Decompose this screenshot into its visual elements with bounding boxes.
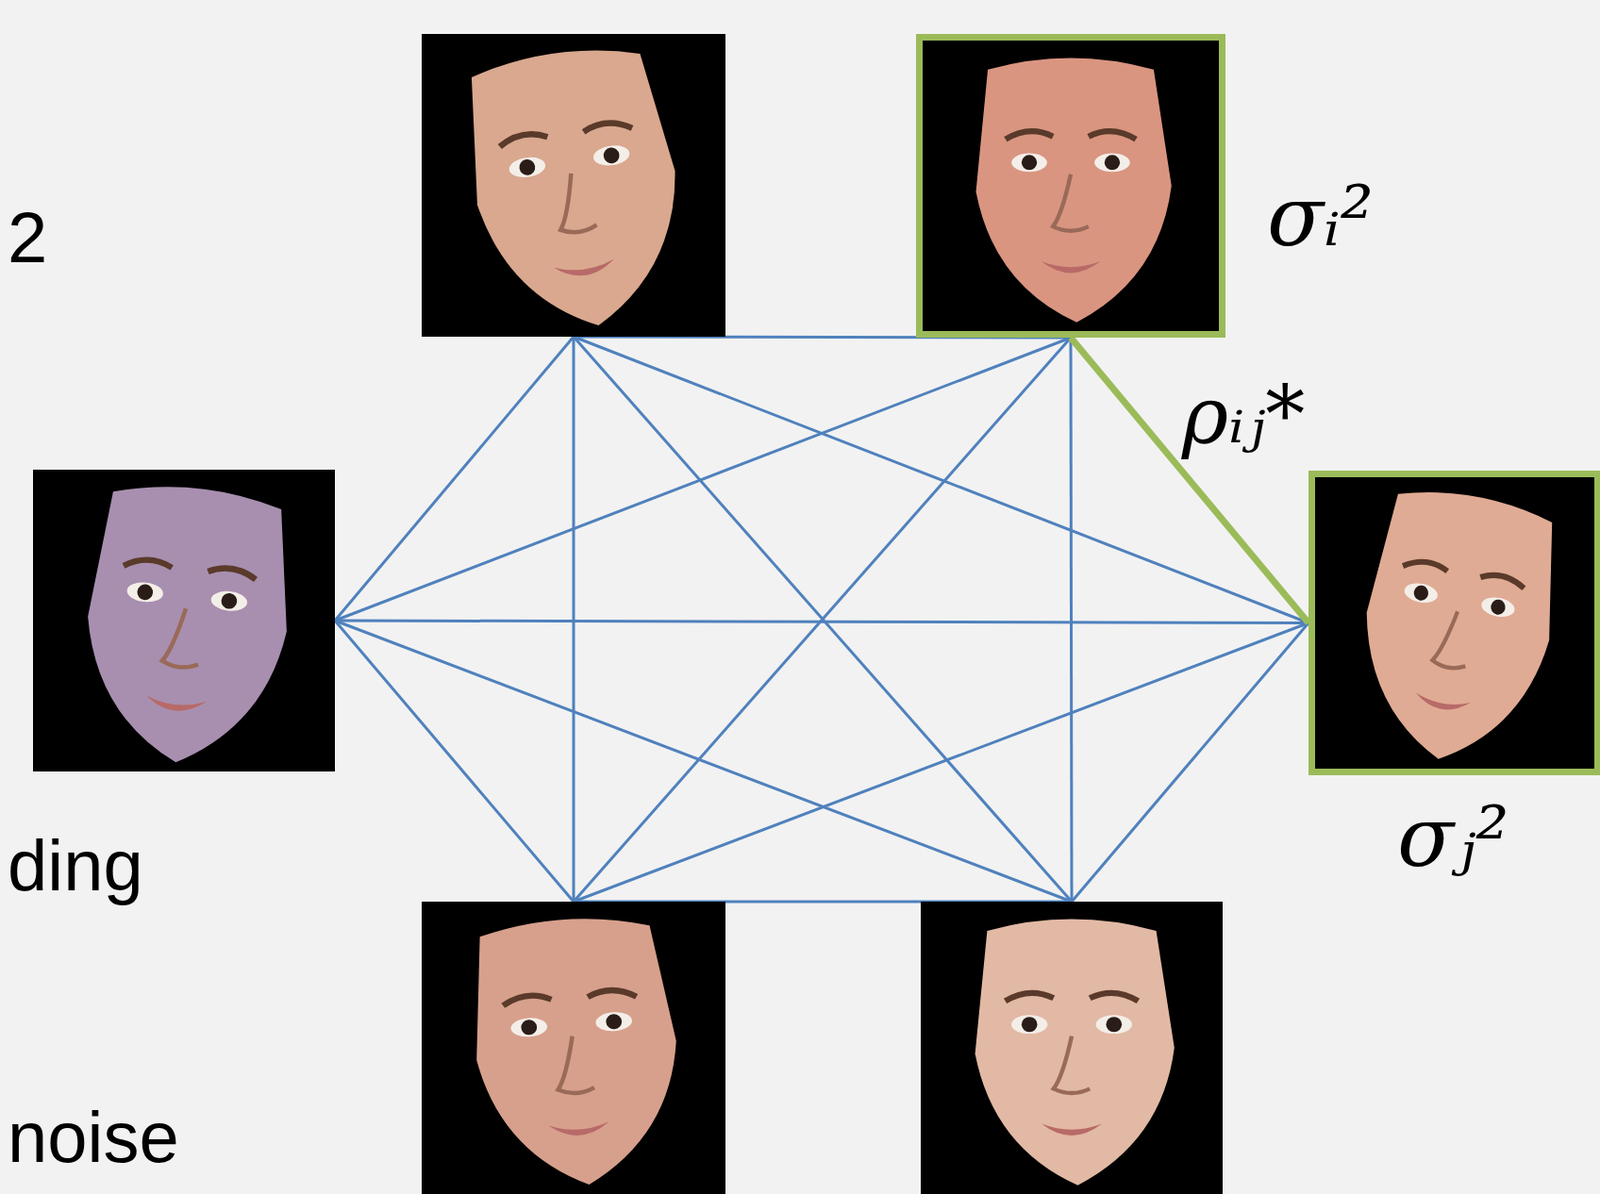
graph-edge	[572, 336, 576, 902]
face-node	[33, 469, 335, 772]
variance-label: σⱼ²	[1397, 796, 1510, 880]
graph-edge	[334, 620, 1072, 902]
graph-edge	[573, 337, 1071, 902]
graph-edge	[334, 620, 574, 902]
graph-edge	[334, 336, 574, 621]
correlation-label: ρᵢⱼ*	[1176, 373, 1311, 457]
face-node	[421, 33, 726, 337]
face-node	[920, 901, 1223, 1194]
face-photo	[33, 469, 335, 772]
graph-edge	[573, 623, 1309, 903]
face-photo	[421, 901, 726, 1194]
variance-label: σᵢ²	[1266, 175, 1374, 259]
face-photo	[421, 33, 726, 337]
graph-edge	[334, 337, 1071, 621]
slide-text: noise	[7, 1101, 180, 1174]
slide-text: 2	[7, 201, 48, 274]
face-photo	[920, 901, 1223, 1194]
face-photo	[922, 40, 1219, 332]
graph-edge	[1071, 623, 1309, 903]
graph-edge	[1070, 337, 1072, 902]
graph-edge	[573, 336, 1072, 902]
face-node	[421, 901, 726, 1194]
graph-edge	[334, 620, 1309, 624]
face-node: σᵢ²	[916, 33, 1226, 338]
face-photo	[1315, 477, 1595, 769]
face-node: σⱼ²	[1308, 470, 1600, 776]
slide-text: ding	[7, 830, 144, 902]
